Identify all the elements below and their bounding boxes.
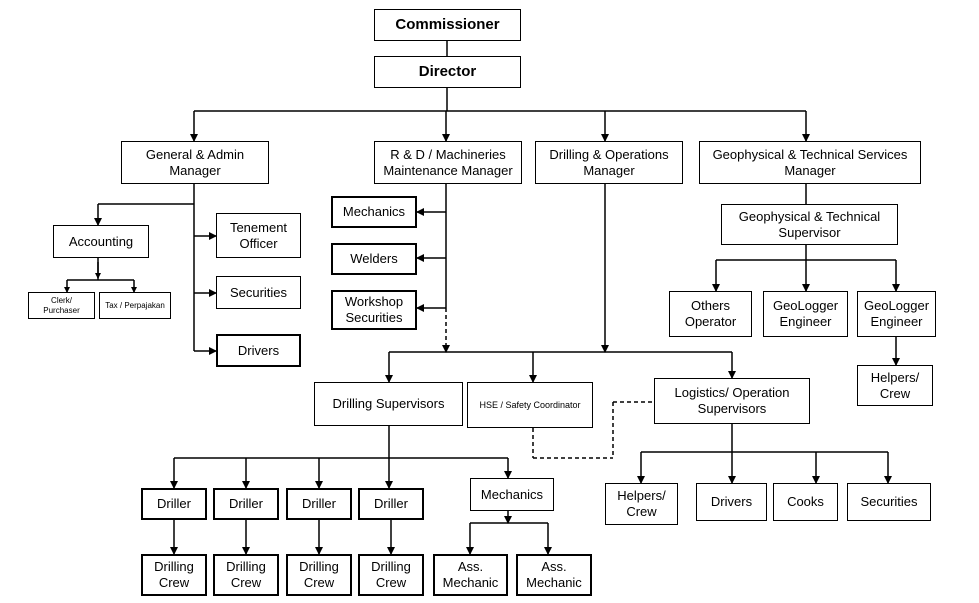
commissioner-box: Commissioner [374,9,521,41]
geophysical-services-manager-box: Geophysical & Technical Services Manager [699,141,921,184]
driller-3-box: Driller [286,488,352,520]
driller-1-box: Driller [141,488,207,520]
general-admin-manager-box: General & Admin Manager [121,141,269,184]
securities-logistics-box: Securities [847,483,931,521]
ass-mechanic-1-box: Ass. Mechanic [433,554,508,596]
securities-admin-box: Securities [216,276,301,309]
welders-box: Welders [331,243,417,275]
helpers-crew-logistics-box: Helpers/ Crew [605,483,678,525]
accounting-box: Accounting [53,225,149,258]
tenement-officer-box: Tenement Officer [216,213,301,258]
geophysical-supervisor-box: Geophysical & Technical Supervisor [721,204,898,245]
drilling-crew-4-box: Drilling Crew [358,554,424,596]
drilling-crew-1-box: Drilling Crew [141,554,207,596]
workshop-securities-box: Workshop Securities [331,290,417,330]
mechanics-drilling-box: Mechanics [470,478,554,511]
director-box: Director [374,56,521,88]
helpers-crew-geo-box: Helpers/ Crew [857,365,933,406]
driller-2-box: Driller [213,488,279,520]
logistics-operation-supervisors-box: Logistics/ Operation Supervisors [654,378,810,424]
geologger-engineer-1-box: GeoLogger Engineer [763,291,848,337]
drilling-supervisors-box: Drilling Supervisors [314,382,463,426]
driller-4-box: Driller [358,488,424,520]
tax-box: Tax / Perpajakan [99,292,171,319]
ass-mechanic-2-box: Ass. Mechanic [516,554,592,596]
geologger-engineer-2-box: GeoLogger Engineer [857,291,936,337]
clerk-purchaser-box: Clerk/ Purchaser [28,292,95,319]
drilling-operations-manager-box: Drilling & Operations Manager [535,141,683,184]
drilling-crew-3-box: Drilling Crew [286,554,352,596]
drivers-admin-box: Drivers [216,334,301,367]
mechanics-rd-box: Mechanics [331,196,417,228]
drivers-logistics-box: Drivers [696,483,767,521]
rd-machineries-manager-box: R & D / Machineries Maintenance Manager [374,141,522,184]
drilling-crew-2-box: Drilling Crew [213,554,279,596]
hse-safety-coordinator-box: HSE / Safety Coordinator [467,382,593,428]
others-operator-box: Others Operator [669,291,752,337]
cooks-box: Cooks [773,483,838,521]
